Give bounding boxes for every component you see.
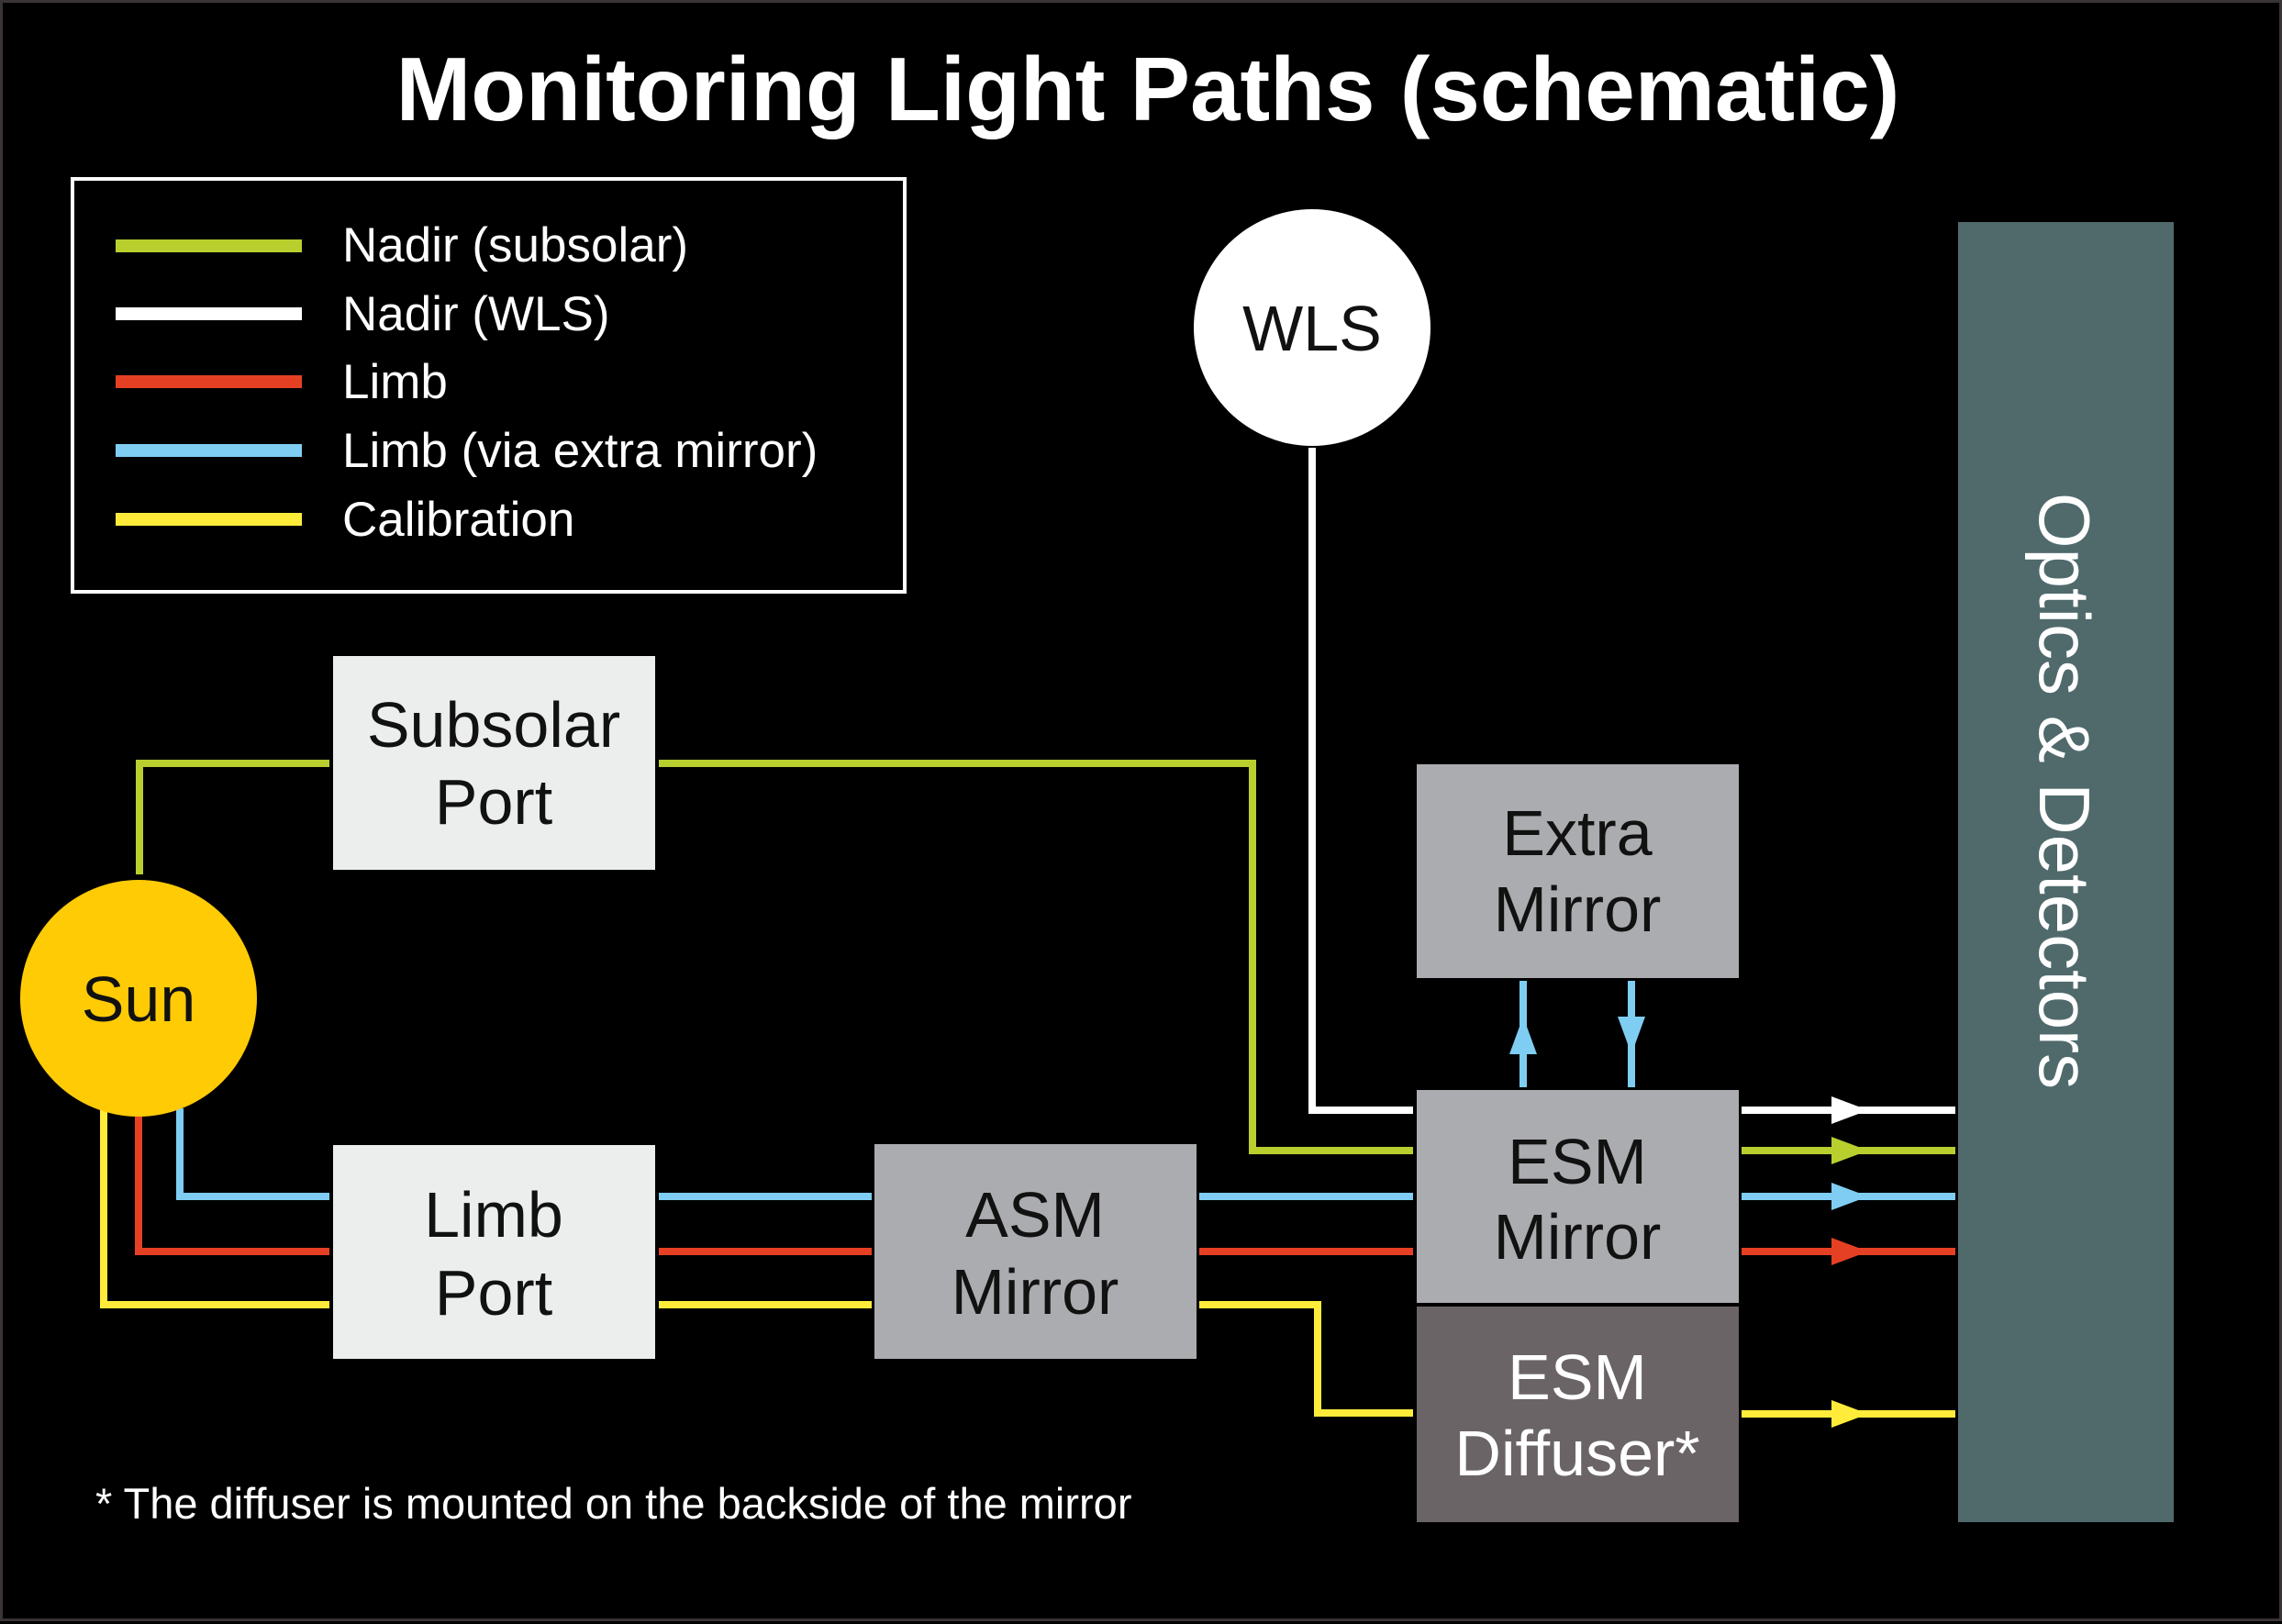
asm-mirror-label-line1: ASM bbox=[965, 1179, 1105, 1251]
sun-label: Sun bbox=[82, 963, 196, 1035]
legend-label-nadir-subsolar: Nadir (subsolar) bbox=[342, 218, 688, 273]
legend-swatch-limb bbox=[116, 375, 302, 388]
subsolar-port-label-line1: Subsolar bbox=[367, 689, 620, 761]
optics-detectors-label: Optics & Detectors bbox=[2024, 493, 2105, 1089]
subsolar-port-label-line2: Port bbox=[435, 766, 552, 838]
asm-mirror-rect bbox=[874, 1144, 1197, 1359]
extra-mirror-label-line1: Extra bbox=[1502, 797, 1652, 869]
asm-mirror-box: ASM Mirror bbox=[874, 1144, 1197, 1359]
path-calibration-asm-to-diffuser bbox=[1199, 1301, 1413, 1417]
light-path-diagram: Monitoring Light Paths (schematic) Nadir… bbox=[20, 39, 2174, 1528]
arrowhead-right-icon bbox=[1831, 1137, 1868, 1164]
optics-detectors-rect bbox=[1958, 222, 2174, 1522]
legend-swatch-calibration bbox=[116, 513, 302, 526]
esm-mirror-rect bbox=[1417, 1090, 1739, 1303]
path-limb-extra-sun-to-limbport bbox=[176, 1108, 329, 1200]
legend-frame bbox=[71, 177, 907, 594]
path-limb-sun-to-limbport bbox=[135, 1117, 329, 1255]
esm-mirror-label-line2: Mirror bbox=[1494, 1201, 1662, 1273]
arrowhead-right-icon bbox=[1831, 1096, 1868, 1124]
path-nadir-wls-to-esm bbox=[1308, 448, 1413, 1114]
subsolar-port-rect bbox=[333, 656, 655, 870]
limb-port-box: Limb Port bbox=[333, 1145, 655, 1359]
sun-node: Sun bbox=[20, 880, 257, 1117]
extra-mirror-box: Extra Mirror bbox=[1417, 764, 1739, 978]
arrowhead-right-icon bbox=[1831, 1183, 1868, 1210]
esm-mirror-box: ESM Mirror bbox=[1417, 1090, 1739, 1303]
arrowhead-right-icon bbox=[1831, 1400, 1868, 1428]
arrowhead-right-icon bbox=[1831, 1238, 1868, 1265]
esm-diffuser-label-line2: Diffuser* bbox=[1454, 1418, 1699, 1489]
legend-swatch-nadir-subsolar bbox=[116, 239, 302, 252]
arrowhead-up-icon bbox=[1509, 1017, 1537, 1054]
subsolar-port-box: Subsolar Port bbox=[333, 656, 655, 870]
limb-port-label-line2: Port bbox=[435, 1257, 552, 1329]
legend-label-limb: Limb bbox=[342, 355, 448, 409]
legend-swatch-limb-extra-mirror bbox=[116, 444, 302, 457]
wls-node: WLS bbox=[1194, 209, 1430, 446]
wls-label: WLS bbox=[1242, 293, 1382, 364]
esm-diffuser-rect bbox=[1417, 1307, 1739, 1522]
path-nadir-subsolar-sun-to-port bbox=[136, 760, 329, 874]
esm-diffuser-label-line1: ESM bbox=[1508, 1341, 1647, 1413]
legend-label-calibration: Calibration bbox=[342, 493, 574, 547]
extra-mirror-label-line2: Mirror bbox=[1494, 873, 1662, 945]
wls-circle bbox=[1194, 209, 1430, 446]
extra-mirror-rect bbox=[1417, 764, 1739, 978]
legend: Nadir (subsolar) Nadir (WLS) Limb Limb (… bbox=[71, 177, 907, 594]
path-calibration-sun-to-limbport bbox=[100, 1104, 329, 1308]
path-nadir-subsolar-port-to-esm bbox=[659, 760, 1413, 1154]
esm-diffuser-box: ESM Diffuser* bbox=[1417, 1307, 1739, 1522]
legend-label-nadir-wls: Nadir (WLS) bbox=[342, 287, 610, 341]
footnote: * The diffuser is mounted on the backsid… bbox=[95, 1479, 1131, 1528]
limb-port-label-line1: Limb bbox=[424, 1179, 563, 1251]
arrowhead-down-icon bbox=[1618, 1017, 1645, 1054]
diagram-title: Monitoring Light Paths (schematic) bbox=[396, 39, 1900, 139]
legend-label-limb-extra-mirror: Limb (via extra mirror) bbox=[342, 424, 818, 478]
limb-port-rect bbox=[333, 1145, 655, 1359]
optics-detectors-box: Optics & Detectors bbox=[1958, 222, 2174, 1522]
esm-mirror-label-line1: ESM bbox=[1508, 1126, 1647, 1197]
asm-mirror-label-line2: Mirror bbox=[952, 1256, 1119, 1328]
legend-swatch-nadir-wls bbox=[116, 307, 302, 320]
sun-circle bbox=[20, 880, 257, 1117]
